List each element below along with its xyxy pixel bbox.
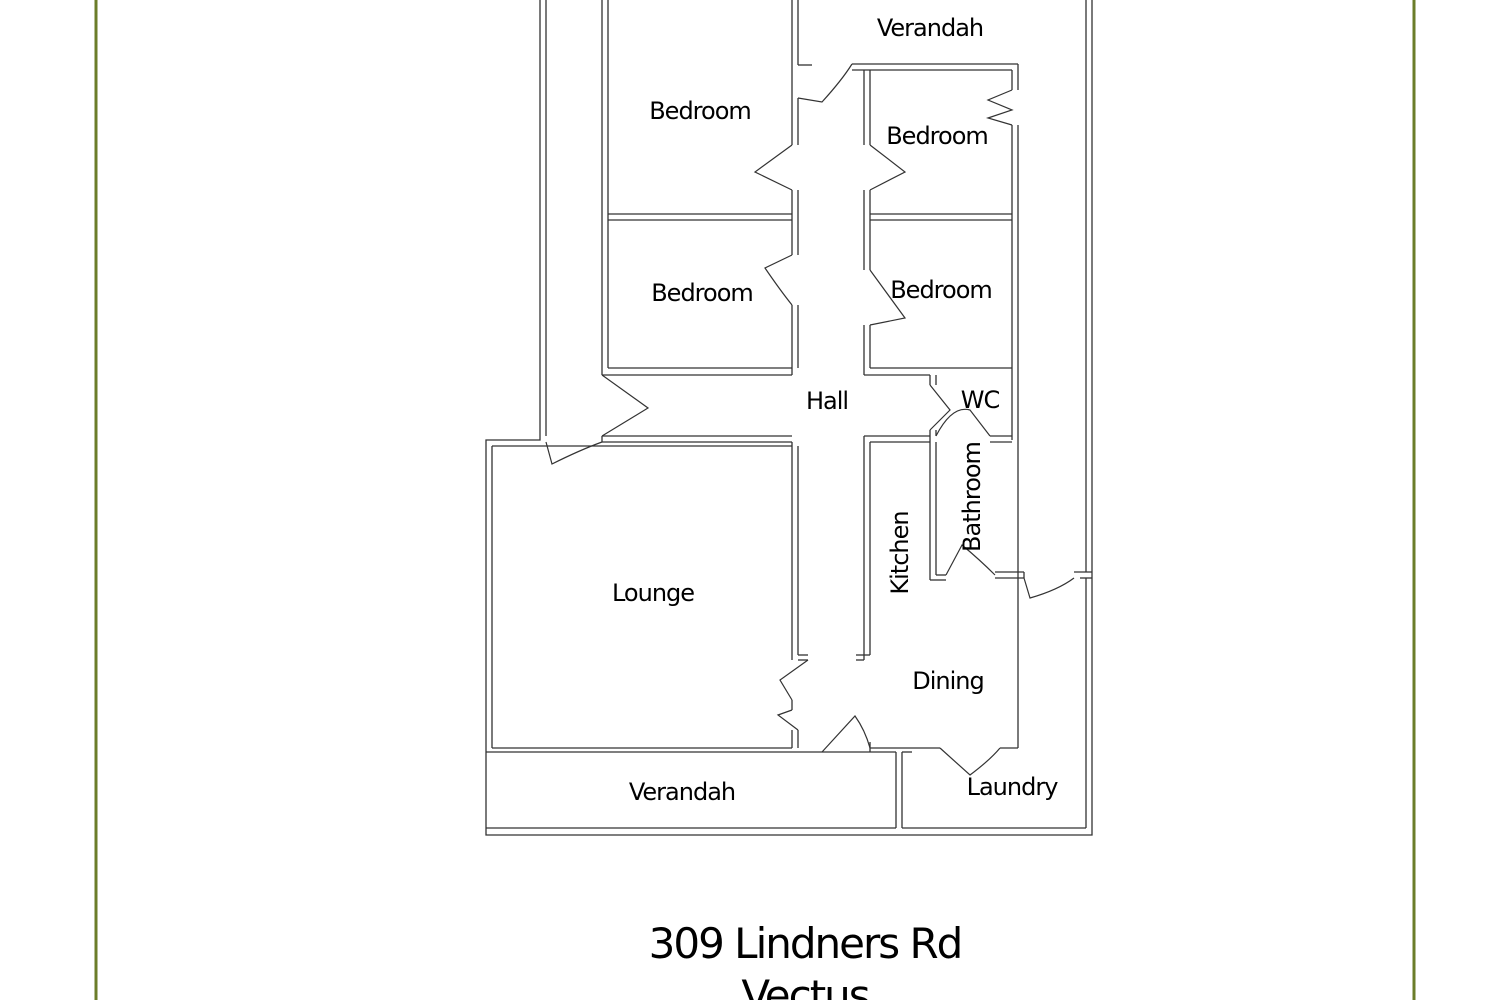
room-label-verandah-top: Verandah	[877, 14, 983, 42]
room-label-bedroom-2: Bedroom	[651, 279, 753, 307]
room-label-bathroom: Bathroom	[958, 442, 986, 552]
walls	[485, 0, 1093, 836]
room-label-bedroom-1: Bedroom	[649, 97, 751, 125]
room-label-bedroom-3: Bedroom	[886, 122, 988, 150]
room-label-bedroom-4: Bedroom	[890, 276, 992, 304]
room-label-wc: WC	[961, 386, 1000, 414]
door-swings	[545, 63, 1075, 776]
room-label-verandah-bottom: Verandah	[629, 778, 735, 806]
address-line-2: Vectus	[741, 971, 868, 1000]
room-label-dining: Dining	[912, 667, 983, 695]
address-line-1: 309 Lindners Rd	[649, 919, 962, 968]
room-label-hall: Hall	[806, 387, 848, 415]
room-label-laundry: Laundry	[967, 773, 1059, 801]
room-label-lounge: Lounge	[612, 579, 694, 607]
room-label-kitchen: Kitchen	[886, 511, 914, 594]
